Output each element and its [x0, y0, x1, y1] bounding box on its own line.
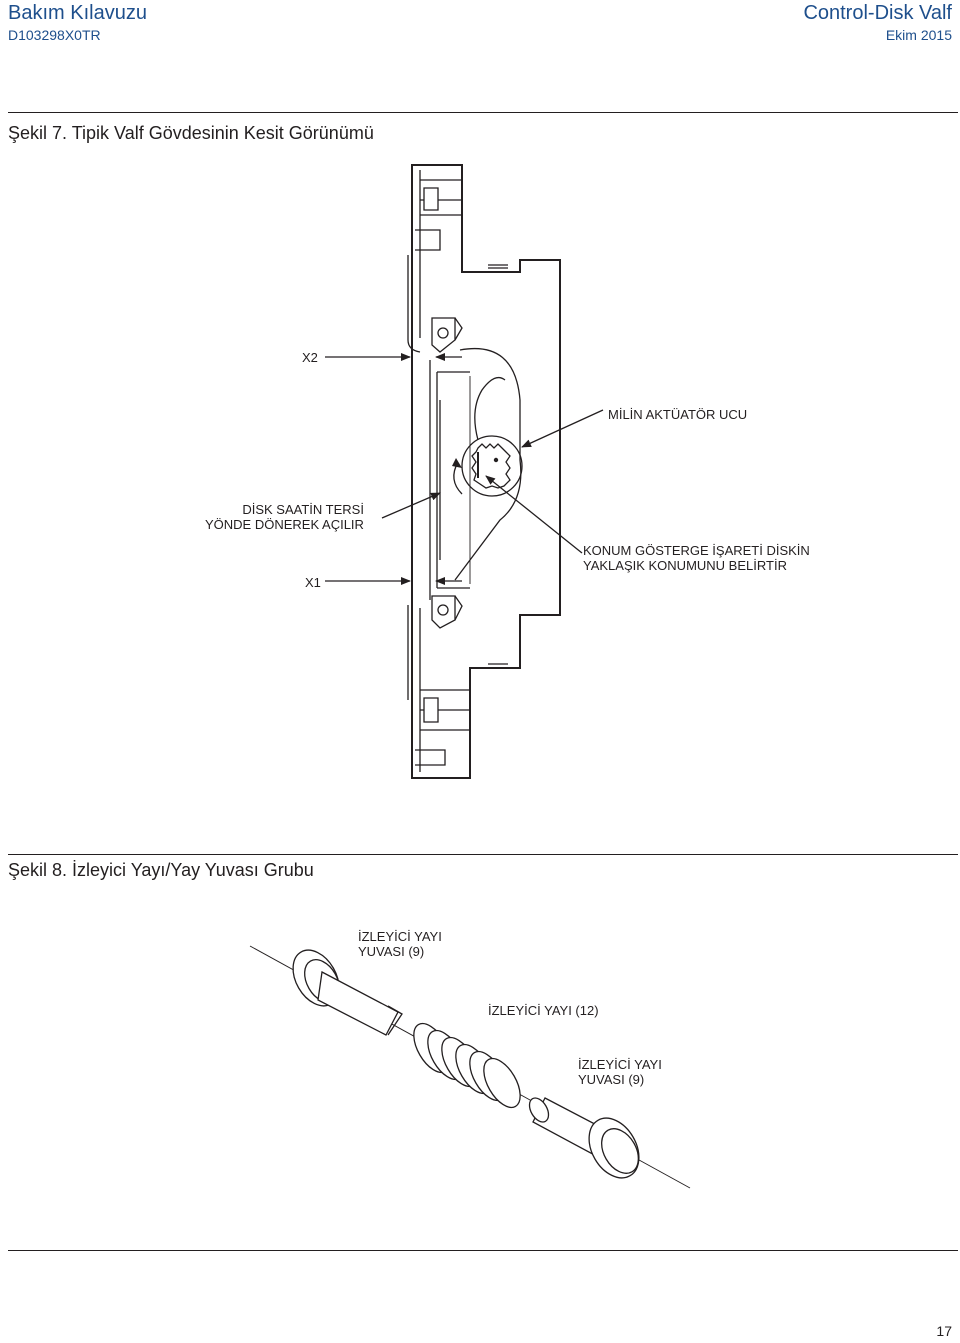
- figure7-caption: Şekil 7. Tipik Valf Gövdesinin Kesit Gör…: [8, 123, 374, 143]
- label-seat-top-line1: İZLEYİCİ YAYI: [358, 929, 442, 944]
- label-x1: X1: [305, 575, 321, 590]
- label-position-indicator: KONUM GÖSTERGE İŞARETİ DİSKİN YAKLAŞIK K…: [583, 543, 810, 573]
- valve-body-section: [407, 164, 561, 779]
- label-disc-rotation-line2: YÖNDE DÖNEREK AÇILIR: [205, 517, 364, 532]
- page-number: 17: [936, 1323, 952, 1339]
- label-disc-rotation-line1: DİSK SAATİN TERSİ: [242, 502, 364, 517]
- figure7-leaders: [325, 353, 604, 585]
- label-seat-bottom-line1: İZLEYİCİ YAYI: [578, 1057, 662, 1072]
- figure8-caption: Şekil 8. İzleyici Yayı/Yay Yuvası Grubu: [8, 860, 314, 880]
- label-shaft-actuator-end: MİLİN AKTÜATÖR UCU: [608, 407, 748, 422]
- label-disc-rotation: DİSK SAATİN TERSİ YÖNDE DÖNEREK AÇILIR: [205, 502, 364, 532]
- label-follower-spring: İZLEYİCİ YAYI (12): [488, 1003, 599, 1018]
- follower-spring-assembly: [249, 945, 691, 1189]
- section-divider-top: [8, 112, 958, 113]
- label-x2: X2: [302, 350, 318, 365]
- label-seat-bottom: İZLEYİCİ YAYI YUVASI (9): [578, 1057, 662, 1087]
- product-name: Control-Disk Valf: [803, 2, 952, 24]
- document-code: D103298X0TR: [8, 27, 101, 43]
- label-seat-bottom-line2: YUVASI (9): [578, 1072, 645, 1087]
- manual-title: Bakım Kılavuzu: [8, 2, 147, 24]
- label-seat-top: İZLEYİCİ YAYI YUVASI (9): [358, 929, 442, 959]
- label-seat-top-line2: YUVASI (9): [358, 944, 425, 959]
- label-position-indicator-line2: YAKLAŞIK KONUMUNU BELİRTİR: [583, 558, 787, 573]
- label-position-indicator-line1: KONUM GÖSTERGE İŞARETİ DİSKİN: [583, 543, 810, 558]
- spring-coils: [413, 1022, 521, 1109]
- section-divider-middle: [8, 854, 958, 855]
- publication-date: Ekim 2015: [885, 27, 952, 43]
- section-divider-bottom: [8, 1250, 958, 1251]
